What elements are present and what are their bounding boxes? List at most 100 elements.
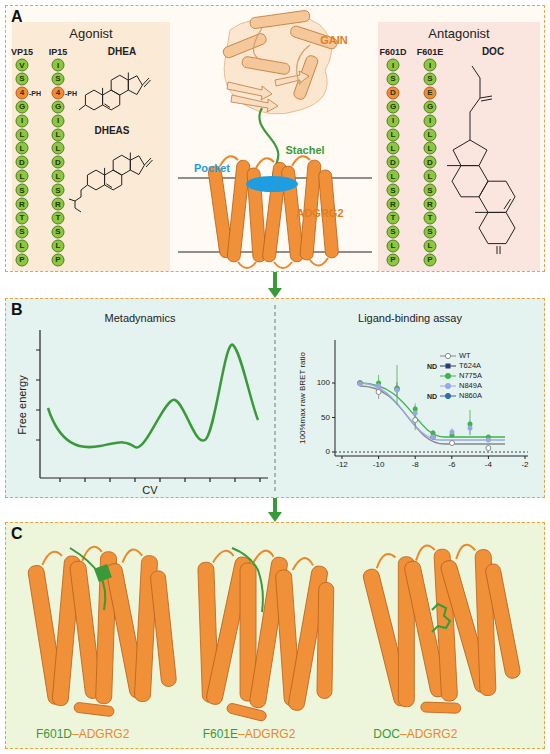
receptor-area	[172, 22, 372, 266]
legend-text: N849A	[459, 382, 482, 390]
panel-heading: Antagonist	[378, 27, 540, 40]
residue-circle: L	[16, 142, 29, 155]
residue-circle: L	[52, 142, 65, 155]
residue-circle: L	[52, 239, 65, 252]
flow-arrow-head	[268, 512, 282, 522]
panel-letter: B	[11, 302, 23, 318]
n849a-points-part	[450, 430, 455, 435]
residue-circle: L	[387, 239, 400, 252]
n775a-points-part	[431, 431, 436, 436]
legend-text: N775A	[459, 372, 482, 380]
residue-circle: L	[16, 239, 29, 252]
wt-points-part	[450, 441, 455, 446]
stachel-peptide	[259, 108, 278, 184]
residue-circle: D	[52, 156, 65, 169]
n849a-points-part	[413, 411, 418, 416]
metadynamics-axes-part	[39, 330, 40, 478]
n849a-points-part	[395, 388, 400, 393]
axis-title: CV	[142, 485, 157, 496]
tick-label: -12	[336, 461, 348, 469]
dhea-structure-part	[142, 78, 149, 85]
doc-complex	[360, 535, 526, 724]
residue-circle: G	[424, 100, 437, 113]
f601d-complex-part	[70, 548, 105, 610]
tick-label: -6	[448, 461, 455, 469]
residue-circle: R	[52, 198, 65, 211]
residue-circle: L	[387, 142, 400, 155]
legend-row: N775A	[440, 371, 482, 381]
complex-name: –ADGRG2	[400, 728, 457, 740]
wt-points-part	[358, 381, 363, 386]
residue-circle: S	[52, 72, 65, 85]
domain-label: Pocket	[194, 163, 230, 174]
dhea-structure-part	[144, 80, 151, 87]
doc-complex-part	[432, 604, 450, 632]
doc-structure-part	[500, 246, 501, 254]
legend-marker	[440, 381, 456, 391]
flow-arrow	[268, 498, 282, 522]
binding-axes-part	[335, 456, 528, 457]
residue-circle: L	[16, 128, 29, 141]
membrane	[178, 178, 372, 252]
not-detected-tag: ND	[427, 363, 437, 370]
complex-name: F601E	[203, 728, 238, 740]
residue-circle: G	[16, 100, 29, 113]
binding-curves-part	[360, 383, 505, 440]
n849a-points	[358, 382, 491, 443]
residue-circle: S	[424, 225, 437, 238]
residue-circle: L	[387, 128, 400, 141]
residue-circle: D	[387, 86, 400, 99]
peptide-name: F601E	[417, 48, 444, 57]
binding-axes-part	[332, 383, 335, 452]
peptide-name: IP15	[49, 48, 68, 57]
metadynamics-axes-part	[36, 350, 40, 440]
binding-curves	[360, 383, 505, 444]
binding-axes-part	[335, 452, 528, 453]
f601d-complex-part	[26, 543, 178, 721]
residue-circle: S	[16, 184, 29, 197]
legend-symbol	[445, 373, 450, 378]
legend-text: T624A	[459, 362, 481, 370]
dhea-structure	[79, 73, 151, 111]
doc-structure-part	[497, 246, 498, 254]
tick-label: 100	[317, 379, 330, 387]
gain-domain	[222, 10, 339, 114]
legend-symbol	[446, 364, 451, 369]
subpanel-box: Agonist	[12, 22, 170, 271]
residue-circle: S	[424, 184, 437, 197]
tick-label: 50	[321, 414, 330, 422]
wt-points-part	[395, 387, 400, 392]
residue-circle: R	[387, 198, 400, 211]
residue-circle: I	[52, 114, 65, 127]
subpanel-box: Antagonist	[378, 22, 540, 271]
flow-arrow-head	[268, 288, 282, 298]
doc-structure-part	[447, 140, 515, 244]
tm-helices-part	[247, 168, 267, 263]
error-bars	[379, 365, 470, 438]
flow-arrow-shaft	[273, 272, 277, 288]
residue-circle: T	[424, 211, 437, 224]
wt-points-part	[376, 390, 381, 395]
f601e-complex-part	[187, 546, 342, 726]
n775a-points-part	[358, 381, 363, 386]
wt-points-part	[431, 435, 436, 440]
doc-complex-part	[360, 535, 526, 724]
n775a-points-part	[468, 422, 473, 427]
n849a-points-part	[358, 382, 363, 387]
legend-row: WT	[440, 351, 471, 361]
residue-circle: 4	[16, 86, 29, 99]
error-bars-part	[379, 382, 416, 430]
panel-box: C	[5, 522, 545, 749]
tm-helices-part	[262, 162, 287, 263]
binding-curves-part	[360, 386, 505, 444]
wt-points-part	[486, 446, 491, 451]
axis-title: Free energy	[17, 375, 28, 434]
legend-text: WT	[459, 352, 471, 360]
n775a-points-part	[413, 407, 418, 412]
domain-label: GAIN	[320, 35, 348, 46]
n775a-points-part	[450, 433, 455, 438]
modification-tag: -PH	[29, 89, 41, 96]
residue-circle: R	[16, 198, 29, 211]
legend-symbol	[445, 353, 450, 358]
